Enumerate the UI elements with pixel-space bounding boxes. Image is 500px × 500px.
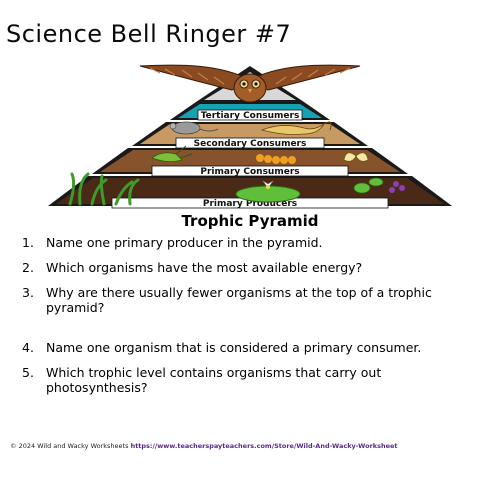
question-text: Why are there usually fewer organisms at… — [46, 285, 432, 315]
question-item: 3. Why are there usually fewer organisms… — [22, 285, 482, 315]
grass-icon — [68, 172, 140, 206]
trophic-pyramid-illustration: Tertiary Consumers Secondary Consumers P… — [0, 58, 500, 218]
question-number: 4. — [22, 340, 34, 355]
copyright-text: © 2024 Wild and Wacky Worksheets — [10, 442, 129, 450]
lizard-icon — [260, 121, 332, 135]
mouse-icon — [169, 121, 219, 135]
owl-icon — [139, 64, 361, 103]
pyramid-caption: Trophic Pyramid — [181, 212, 319, 230]
question-item: 4. Name one organism that is considered … — [22, 340, 482, 355]
caterpillar-icon — [256, 154, 296, 164]
butterfly-icon — [343, 152, 369, 162]
plant-icon — [353, 177, 405, 194]
tier-label-secondary: Secondary Consumers — [194, 139, 307, 149]
question-text: Which organisms have the most available … — [46, 260, 363, 275]
question-list: 1. Name one primary producer in the pyra… — [22, 235, 482, 395]
tier-label-tertiary: Tertiary Consumers — [201, 111, 300, 121]
question-text: Which trophic level contains organisms t… — [46, 365, 382, 395]
question-number: 2. — [22, 260, 34, 275]
question-text: Name one primary producer in the pyramid… — [46, 235, 323, 250]
question-number: 1. — [22, 235, 34, 250]
footer: © 2024 Wild and Wacky Worksheets https:/… — [10, 442, 500, 450]
question-number: 3. — [22, 285, 34, 300]
question-item: 1. Name one primary producer in the pyra… — [22, 235, 482, 250]
question-number: 5. — [22, 365, 34, 380]
question-text: Name one organism that is considered a p… — [46, 340, 422, 355]
store-link[interactable]: https://www.teacherspayteachers.com/Stor… — [130, 442, 398, 450]
lily-pad-icon — [235, 180, 301, 203]
tier-label-primary-consumers: Primary Consumers — [200, 167, 299, 177]
grasshopper-icon — [151, 145, 193, 162]
tier-label-primary-producers: Primary Producers — [203, 199, 297, 209]
question-item: 2. Which organisms have the most availab… — [22, 260, 482, 275]
question-item: 5. Which trophic level contains organism… — [22, 365, 482, 395]
page-title: Science Bell Ringer #7 — [6, 20, 292, 48]
